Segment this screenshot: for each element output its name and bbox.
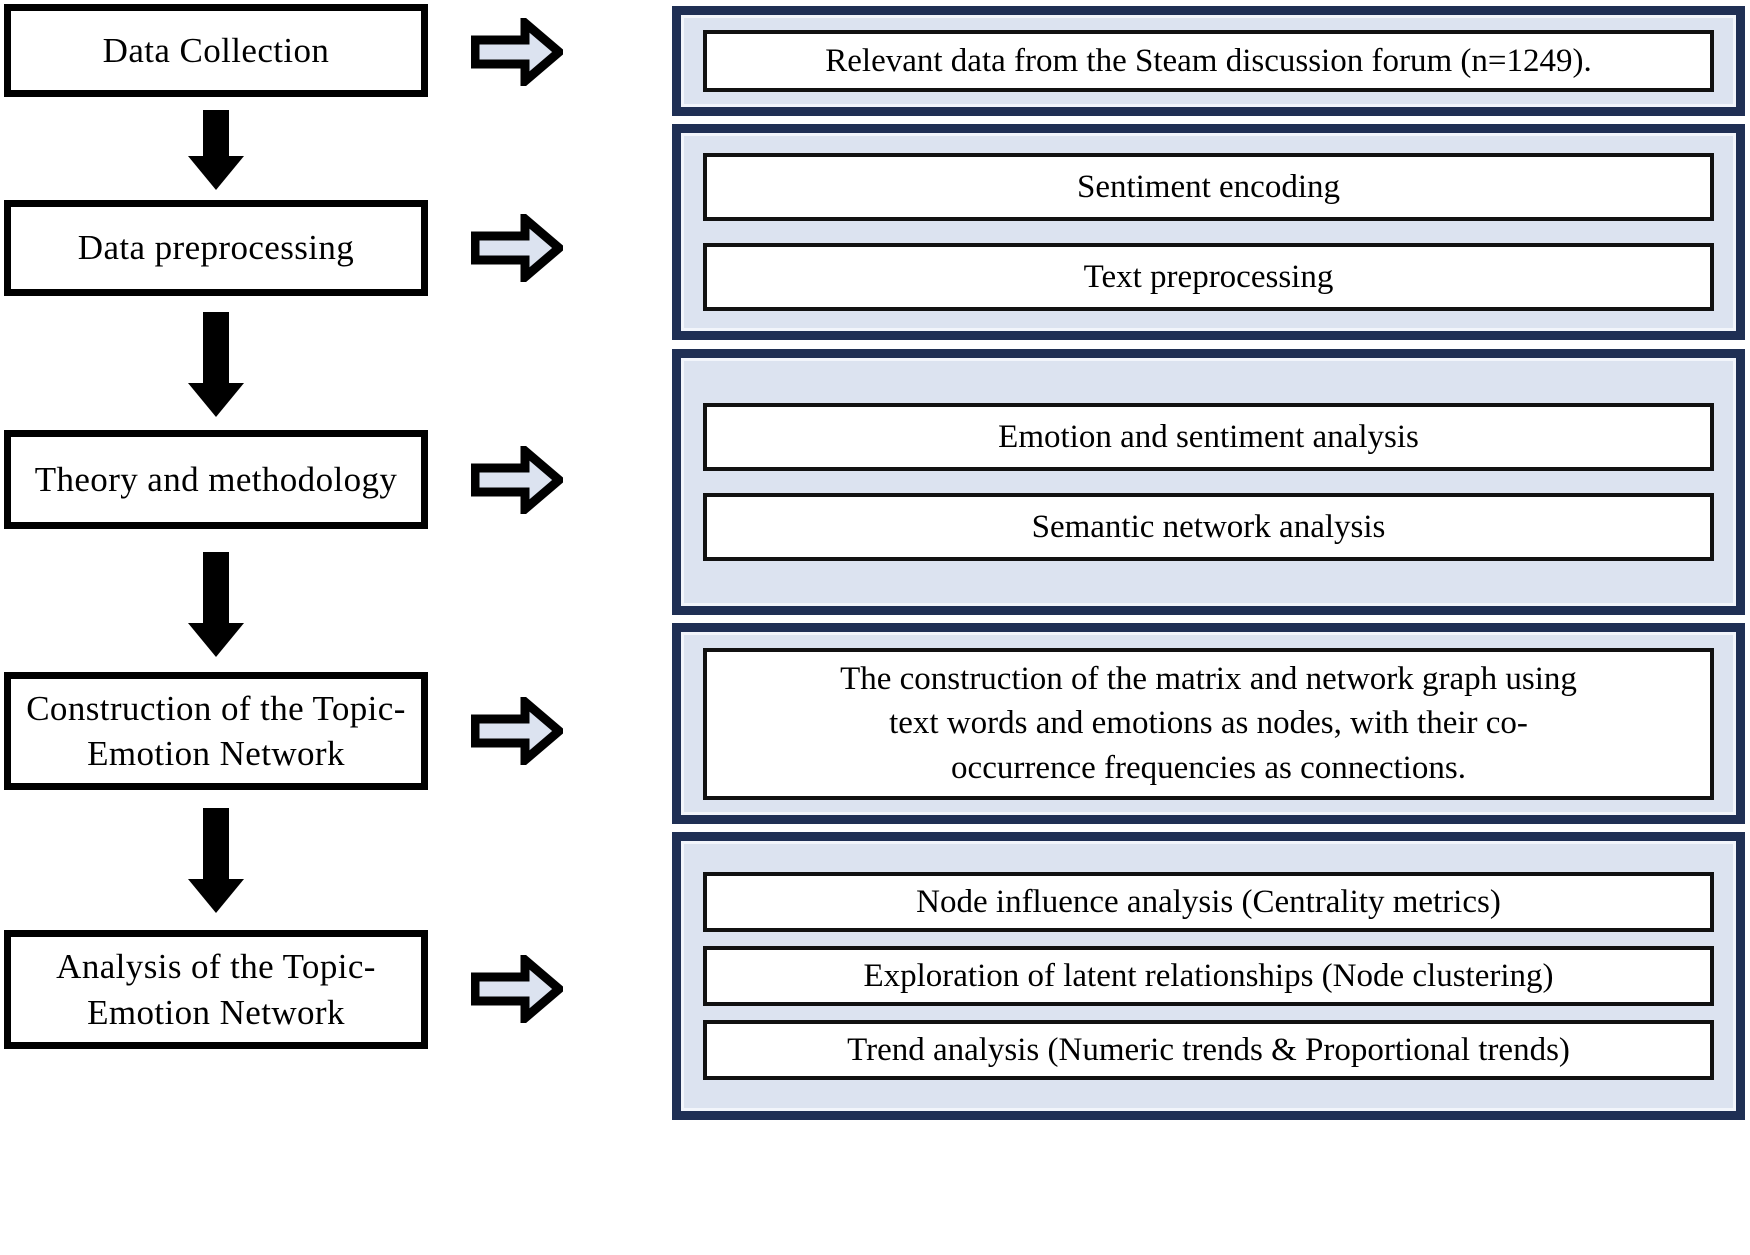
detail-item: Sentiment encoding <box>703 153 1714 221</box>
right-arrow-icon <box>471 214 563 282</box>
detail-panel-construction-topic-emotion-network: The construction of the matrix and netwo… <box>672 623 1745 824</box>
right-arrow-icon <box>471 18 563 86</box>
detail-item: Trend analysis (Numeric trends & Proport… <box>703 1020 1714 1080</box>
detail-item: Emotion and sentiment analysis <box>703 403 1714 471</box>
stage-label: Construction of the Topic-Emotion Networ… <box>26 688 406 774</box>
right-arrow-icon <box>471 955 563 1023</box>
stage-label: Data Collection <box>102 30 330 70</box>
detail-item-text: Emotion and sentiment analysis <box>998 418 1419 455</box>
detail-item: Text preprocessing <box>703 243 1714 311</box>
detail-item: Semantic network analysis <box>703 493 1714 561</box>
detail-item-text: Semantic network analysis <box>1031 508 1386 545</box>
detail-item-text: Sentiment encoding <box>1076 168 1341 205</box>
down-arrow-icon <box>186 312 246 417</box>
detail-item-text: Relevant data from the Steam discussion … <box>825 42 1592 79</box>
detail-panel-theory-and-methodology: Emotion and sentiment analysis Semantic … <box>672 349 1745 615</box>
right-arrow-icon <box>471 697 563 765</box>
stage-label: Analysis of the Topic-Emotion Network <box>56 947 376 1032</box>
stage-box-data-collection: Data Collection <box>4 4 428 97</box>
stage-box-data-preprocessing: Data preprocessing <box>4 200 428 296</box>
detail-item-text: Text preprocessing <box>1083 258 1334 295</box>
right-arrow-icon <box>471 446 563 514</box>
stage-box-analysis-topic-emotion-network: Analysis of the Topic-Emotion Network <box>4 930 428 1049</box>
detail-item: Node influence analysis (Centrality metr… <box>703 872 1714 932</box>
detail-panel-data-collection: Relevant data from the Steam discussion … <box>672 6 1745 116</box>
detail-panel-data-preprocessing: Sentiment encoding Text preprocessing <box>672 124 1745 340</box>
stage-box-construction-topic-emotion-network: Construction of the Topic-Emotion Networ… <box>4 672 428 790</box>
detail-item-text: Exploration of latent relationships (Nod… <box>863 957 1554 994</box>
detail-item: The construction of the matrix and netwo… <box>703 647 1714 800</box>
detail-item: Relevant data from the Steam discussion … <box>703 30 1714 92</box>
down-arrow-icon <box>186 110 246 190</box>
detail-panel-analysis-topic-emotion-network: Node influence analysis (Centrality metr… <box>672 832 1745 1120</box>
stage-label: Theory and methodology <box>34 459 398 499</box>
detail-item-text: Trend analysis (Numeric trends & Proport… <box>847 1031 1570 1068</box>
detail-item-text: The construction of the matrix and netwo… <box>840 661 1577 786</box>
down-arrow-icon <box>186 552 246 657</box>
down-arrow-icon <box>186 808 246 913</box>
stage-label: Data preprocessing <box>77 228 355 268</box>
detail-item: Exploration of latent relationships (Nod… <box>703 946 1714 1006</box>
stage-box-theory-and-methodology: Theory and methodology <box>4 430 428 529</box>
detail-item-text: Node influence analysis (Centrality metr… <box>916 883 1501 920</box>
